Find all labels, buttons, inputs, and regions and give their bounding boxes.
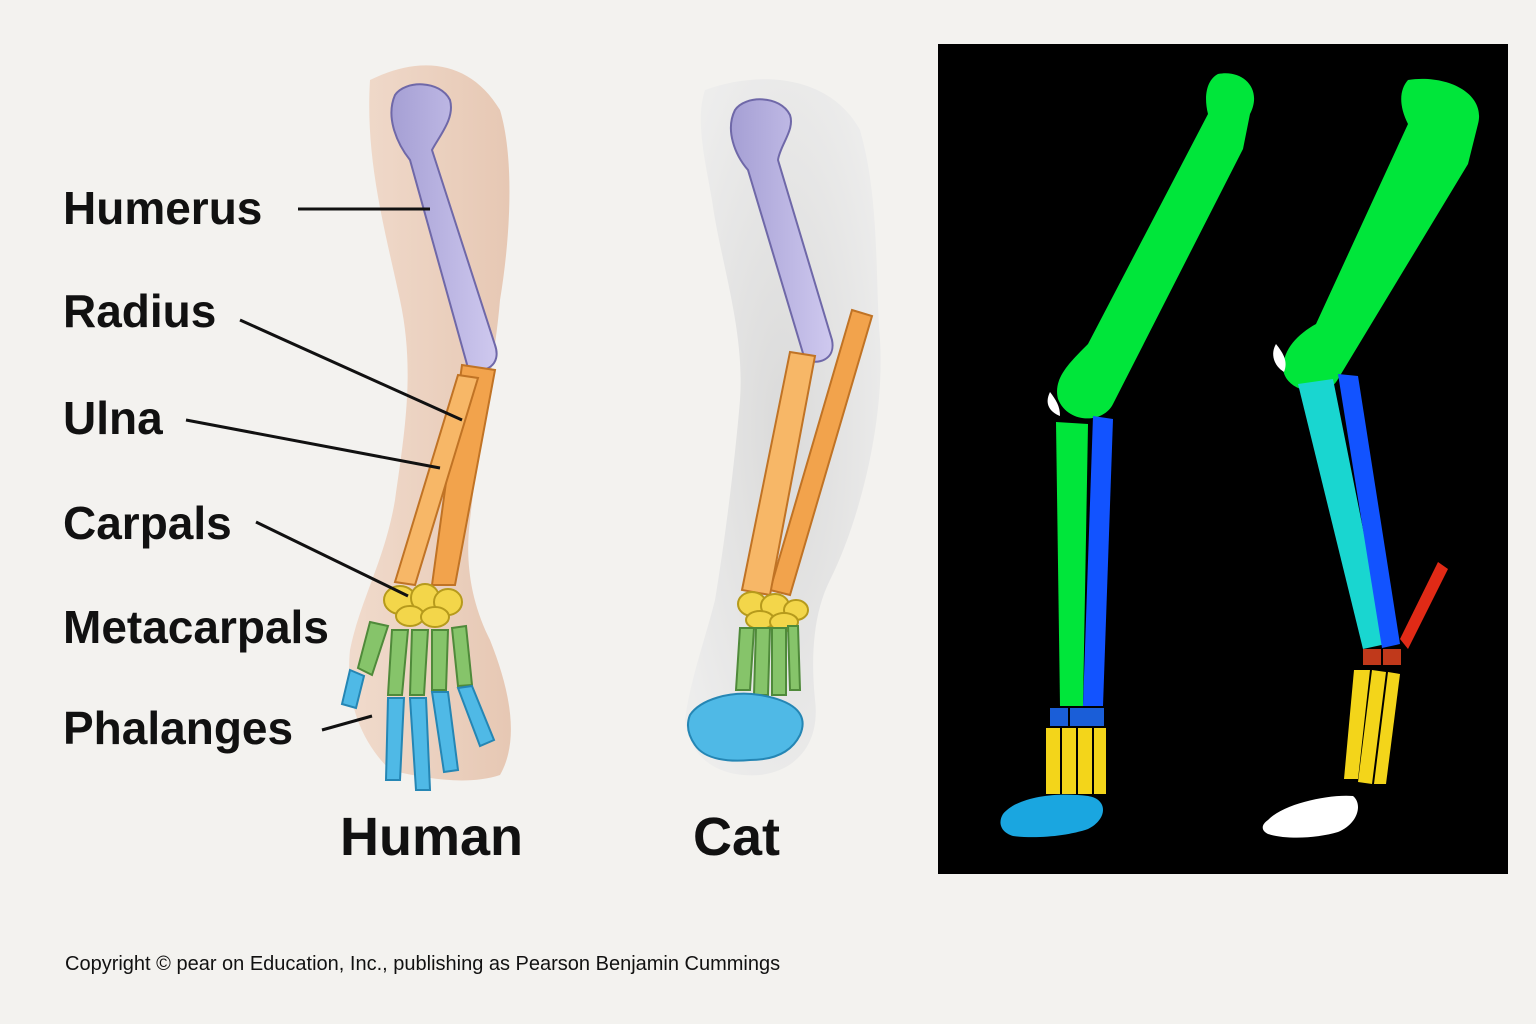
cat-carpals [737, 591, 809, 632]
cat-metacarpals [734, 625, 802, 696]
label-ulna: Ulna [63, 392, 163, 444]
panel-left-patella [1047, 392, 1060, 416]
label-radius: Radius [63, 285, 217, 337]
caption-human: Human [340, 807, 524, 867]
carpals-leader-line [255, 520, 409, 598]
copyright-notice: Copyright © pear on Education, Inc., pub… [65, 953, 781, 975]
panel-right-wrist [1363, 649, 1401, 665]
panel-left-metacarpals [1046, 728, 1106, 794]
label-phalanges: Phalanges [63, 702, 294, 754]
panel-left-limb [1000, 73, 1255, 838]
panel-right-radius [1338, 374, 1400, 648]
human-phalanges [340, 668, 496, 791]
cat-phalanges [686, 692, 804, 762]
label-metacarpals: Metacarpals [63, 601, 329, 653]
panel-right-patella [1273, 344, 1286, 372]
human-radius-ulna [393, 363, 497, 587]
colored-limb-panel [938, 44, 1508, 874]
panel-right-metacarpals [1344, 670, 1400, 784]
panel-left-upper-bone [1057, 73, 1255, 419]
panel-right-limb [1262, 78, 1480, 838]
ulna-leader-line [185, 418, 441, 470]
panel-left-fibula [1083, 416, 1113, 706]
panel-left-carpals [1050, 708, 1104, 726]
human-carpals [383, 583, 463, 628]
label-carpals: Carpals [63, 497, 232, 549]
cat-humerus [730, 98, 834, 363]
panel-right-claws [1262, 795, 1358, 838]
panel-right-ulna [1298, 379, 1386, 649]
panel-left-phalanges [1000, 794, 1103, 838]
caption-cat: Cat [693, 807, 781, 867]
radius-leader-line [239, 318, 463, 422]
label-humerus: Humerus [63, 182, 263, 234]
panel-right-extra [1400, 562, 1448, 649]
panel-right-upper-bone [1283, 78, 1480, 392]
colored-limbs-svg [1000, 73, 1480, 838]
phalanges-leader-line [321, 714, 373, 732]
human-humerus [390, 83, 498, 372]
panel-left-tibia [1056, 422, 1088, 706]
human-metacarpals [356, 620, 474, 696]
